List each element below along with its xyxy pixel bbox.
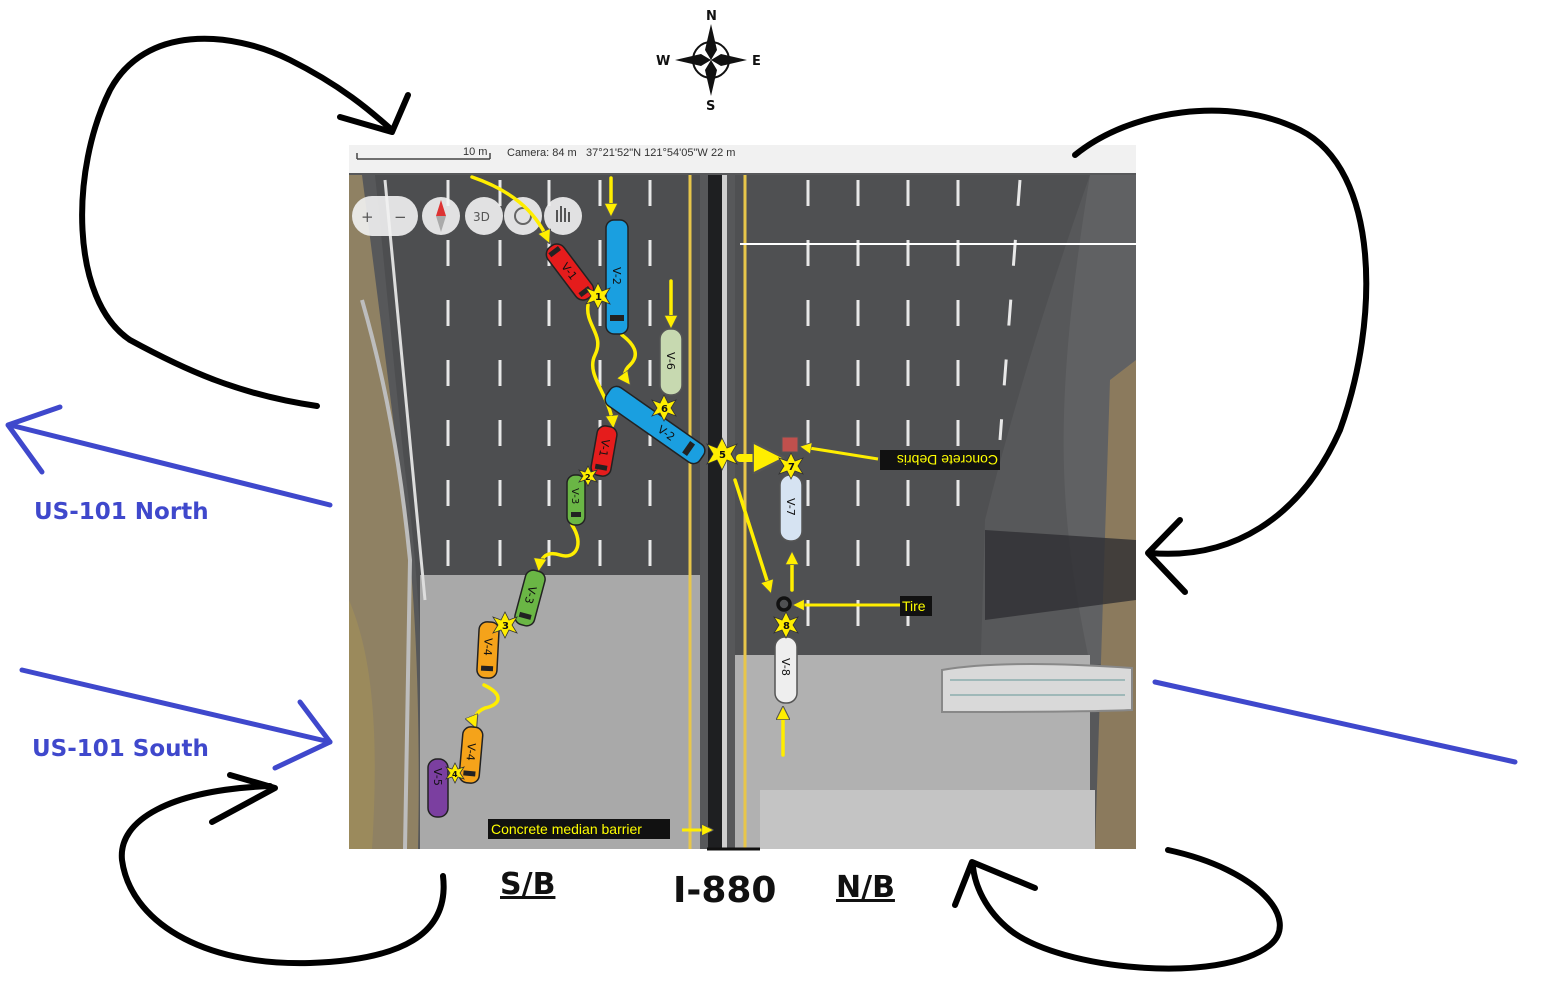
callouts: Concrete Debris Tire Concrete median bar…: [488, 447, 1000, 839]
zoom-out-button[interactable]: −: [394, 208, 407, 226]
vehicle-v5: V-5: [427, 758, 449, 818]
impact-number: 5: [719, 450, 726, 461]
impact-markers: 1 6 5 7 2 3 4 8: [445, 282, 804, 784]
median-label-bg: [488, 819, 670, 839]
compass-s: S: [706, 99, 715, 114]
vehicle-label: V-8: [779, 658, 792, 676]
loop-arrowhead-northeast: [1145, 517, 1188, 595]
vehicle-v3-final: V-3: [514, 569, 546, 627]
us101-north-arrowhead: [5, 404, 63, 475]
impact-6: 6: [651, 394, 677, 422]
northbound-label: N/B: [836, 870, 895, 905]
us101-south-arrowhead: [272, 699, 333, 771]
impact-number: 7: [788, 462, 795, 473]
tire-label-bg: [900, 596, 932, 616]
impact-8: 8: [773, 611, 799, 639]
loop-arrow-northeast: [1072, 107, 1370, 557]
impact-number: 6: [661, 404, 668, 415]
map-controls: + − 3D: [352, 196, 582, 236]
vehicle-v3-initial: V-3: [566, 474, 586, 526]
loop-arrowhead-southeast: [952, 859, 1038, 908]
pan-button[interactable]: [544, 197, 582, 235]
highway-name-label: I-880: [673, 870, 776, 911]
impact-3: 3: [492, 611, 518, 639]
vehicle-label: V-2: [610, 267, 623, 285]
median-label: Concrete median barrier: [491, 821, 642, 837]
coords-readout: 37°21'52"N 121°54'05"W: [586, 147, 708, 159]
path-v2-post: [622, 333, 638, 382]
vehicle-label: V-3: [569, 488, 580, 504]
impact-7: 7: [778, 452, 804, 480]
vehicle-label: V-5: [431, 768, 444, 786]
impact-number: 3: [502, 621, 509, 632]
us101-right-line: [1152, 679, 1518, 765]
tire-icon: [776, 596, 792, 612]
us101-south-arrow: [19, 667, 333, 745]
ramp-loop-arrows: [79, 35, 1370, 972]
compass-star-icon: [675, 24, 747, 96]
vehicle-v4-final: V-4: [458, 726, 484, 784]
vehicle-label: V-7: [784, 498, 797, 516]
path-v4-post: [474, 683, 500, 725]
loop-arrow-southwest: [118, 783, 447, 967]
vehicle-v6: V-6: [659, 328, 683, 396]
path-v1-approach: [470, 175, 548, 240]
aerial-map: 10 m Camera: 84 m 37°21'52"N 121°54'05"W…: [349, 145, 1136, 850]
vehicle-label: V-4: [464, 742, 479, 761]
us101-south-label: US-101 South: [32, 736, 209, 762]
concrete-debris-marker: [781, 436, 799, 453]
tire-label: Tire: [902, 598, 926, 614]
debris-label: Concrete Debris: [897, 452, 998, 468]
compass-n: N: [706, 9, 717, 24]
zoom-in-button[interactable]: +: [361, 208, 374, 226]
impact-number: 8: [783, 621, 790, 632]
vehicle-v7: V-7: [779, 474, 803, 542]
impact-2: 2: [578, 465, 598, 487]
loop-arrowhead-southwest: [209, 772, 278, 825]
impact-number: 4: [452, 770, 458, 779]
vehicle-v1-final: V-1: [590, 425, 618, 477]
path-v3-post: [539, 523, 580, 568]
us101-north-arrow: [7, 422, 333, 508]
loop-arrow-northwest: [79, 35, 395, 409]
loop-arrowhead-northwest: [337, 92, 411, 135]
impact-1: 1: [585, 282, 611, 310]
vehicle-v4-initial: V-4: [476, 621, 500, 679]
impact-5: 5: [706, 437, 738, 471]
vehicle-label: V-3: [522, 585, 539, 606]
impact-number: 2: [585, 473, 591, 482]
vehicle-v2-initial: V-2: [605, 219, 629, 335]
rotate-button[interactable]: [504, 197, 542, 235]
hand-icon: [556, 206, 570, 222]
3d-button[interactable]: [465, 197, 503, 235]
impact-4: 4: [445, 762, 465, 784]
scale-label: 10 m: [463, 146, 487, 158]
southbound-label: S/B: [500, 867, 555, 902]
vehicle-v8: V-8: [774, 636, 798, 704]
vehicle-label: V-1: [596, 438, 612, 458]
3d-label: 3D: [473, 210, 490, 224]
compass-e: E: [752, 54, 761, 69]
vehicle-label: V-6: [664, 352, 677, 370]
path-tire: [733, 478, 770, 590]
camera-readout: Camera: 84 m: [507, 147, 577, 159]
vehicle-v1-initial: V-1: [545, 243, 595, 301]
vehicle-paths: [470, 175, 792, 757]
debris-label-bg: [880, 450, 1000, 470]
compass-w: W: [656, 54, 670, 69]
compass-rose: N S E W: [656, 9, 761, 114]
debris-leader: [803, 447, 879, 461]
vehicle-label: V-4: [481, 638, 495, 657]
loop-arrow-southeast: [970, 847, 1283, 972]
impact-number: 1: [595, 292, 602, 303]
altitude-readout: 22 m: [711, 147, 735, 159]
route-arrows: [5, 404, 1518, 771]
zoom-control[interactable]: [352, 196, 418, 236]
us101-north-label: US-101 North: [34, 499, 209, 525]
